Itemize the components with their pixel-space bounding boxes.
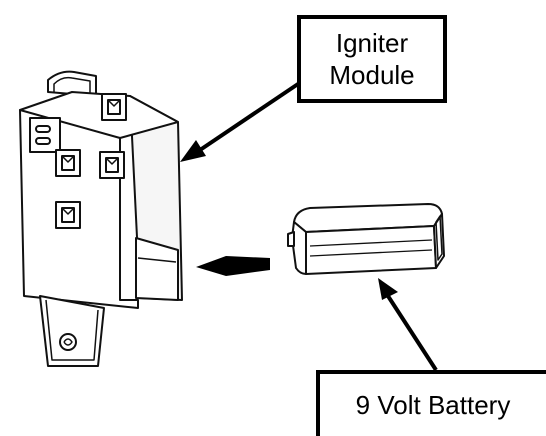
igniter-leader-arrow xyxy=(180,82,300,162)
bottom-mounting-tab xyxy=(39,295,105,367)
battery-label-text: 9 Volt Battery xyxy=(355,390,511,420)
slotted-connector xyxy=(29,117,61,153)
igniter-module-drawing xyxy=(19,70,183,367)
igniter-module-label: Igniter Module xyxy=(297,15,447,103)
spade-terminal-mid-right xyxy=(99,151,125,179)
battery-label: 9 Volt Battery xyxy=(316,370,546,436)
igniter-label-line1: Igniter xyxy=(335,28,409,58)
spade-terminal-top-right xyxy=(101,93,127,121)
spade-terminal-lower xyxy=(55,201,81,229)
igniter-label-line2: Module xyxy=(329,60,415,90)
battery-drawing xyxy=(287,203,445,275)
battery-leader-arrow xyxy=(378,278,438,372)
battery-side-face xyxy=(305,225,437,275)
insertion-arrow xyxy=(196,256,270,276)
spade-terminal-mid-left xyxy=(55,149,81,177)
battery-front-face xyxy=(291,221,307,275)
battery-socket xyxy=(135,237,179,301)
